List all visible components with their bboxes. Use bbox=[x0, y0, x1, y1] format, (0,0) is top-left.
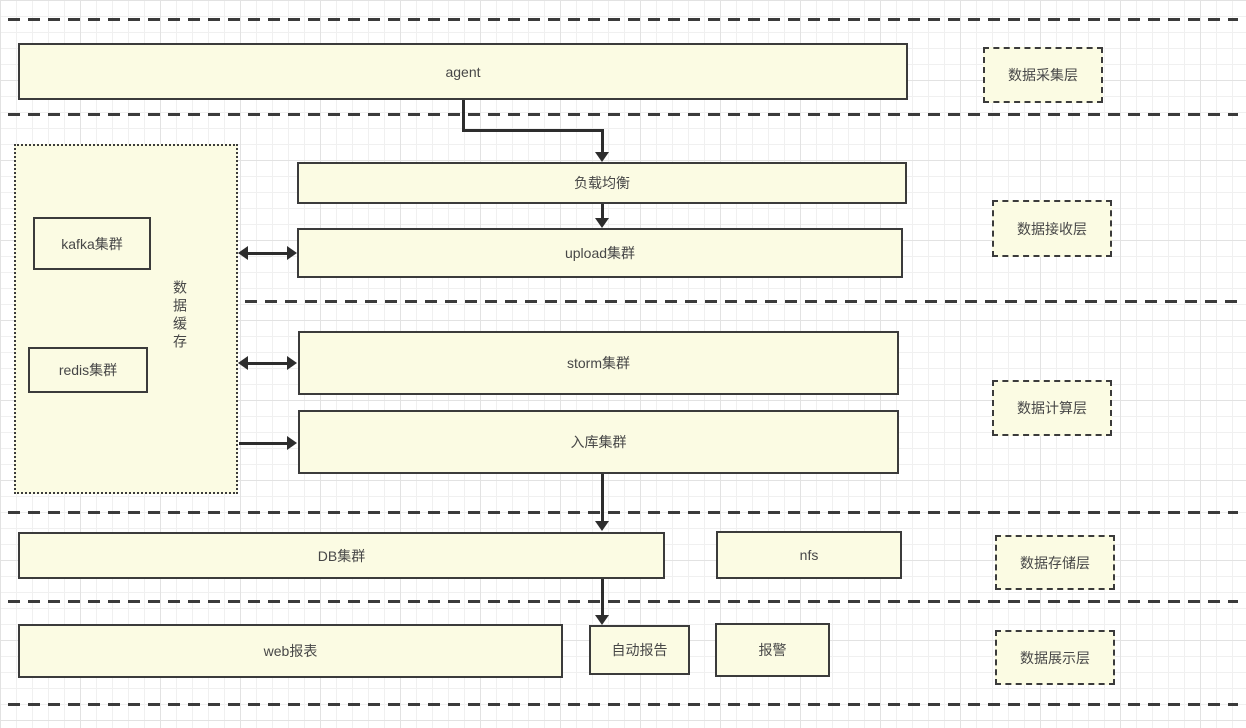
layer-label-receiving: 数据接收层 bbox=[992, 200, 1112, 257]
lane-separator-5 bbox=[8, 600, 1238, 603]
layer-label-computing: 数据计算层 bbox=[992, 380, 1112, 436]
arrowhead-left-icon bbox=[238, 356, 248, 370]
arrowhead-down-icon bbox=[595, 521, 609, 531]
node-web-report: web报表 bbox=[18, 624, 563, 678]
layer-label-collection: 数据采集层 bbox=[983, 47, 1103, 103]
layer-label-storage-text: 数据存储层 bbox=[1020, 554, 1090, 571]
node-alert: 报警 bbox=[715, 623, 830, 677]
node-kafka-cluster: kafka集群 bbox=[33, 217, 151, 270]
arrowhead-down-icon bbox=[595, 615, 609, 625]
node-agent: agent bbox=[18, 43, 908, 100]
arrow-segment bbox=[601, 129, 604, 154]
node-db-cluster: DB集群 bbox=[18, 532, 665, 579]
node-nfs: nfs bbox=[716, 531, 902, 579]
cache-group-container bbox=[14, 144, 238, 494]
layer-label-receiving-text: 数据接收层 bbox=[1017, 220, 1087, 237]
node-upload-cluster-label: upload集群 bbox=[564, 245, 636, 261]
lane-separator-1 bbox=[8, 18, 1238, 21]
arrowhead-down-icon bbox=[595, 152, 609, 162]
arrow-segment bbox=[601, 204, 604, 220]
arrow-segment bbox=[246, 362, 290, 365]
layer-label-collection-text: 数据采集层 bbox=[1008, 67, 1078, 83]
lane-separator-6 bbox=[8, 703, 1238, 706]
arrow-segment bbox=[462, 129, 604, 132]
lane-separator-2 bbox=[8, 113, 1238, 116]
node-upload-cluster: upload集群 bbox=[297, 228, 903, 278]
node-redis-cluster-label: redis集群 bbox=[58, 362, 118, 378]
layer-label-computing-text: 数据计算层 bbox=[1017, 400, 1087, 416]
node-auto-report-label: 自动报告 bbox=[611, 642, 668, 658]
layer-label-display: 数据展示层 bbox=[995, 630, 1115, 685]
node-ingest-cluster-label: 入库集群 bbox=[570, 434, 627, 450]
arrowhead-left-icon bbox=[238, 246, 248, 260]
node-load-balancer: 负载均衡 bbox=[297, 162, 907, 204]
node-db-cluster-label: DB集群 bbox=[317, 547, 366, 564]
node-ingest-cluster: 入库集群 bbox=[298, 410, 899, 474]
arrowhead-down-icon bbox=[595, 218, 609, 228]
layer-label-storage: 数据存储层 bbox=[995, 535, 1115, 590]
arrow-segment bbox=[601, 579, 604, 617]
node-kafka-cluster-label: kafka集群 bbox=[61, 235, 123, 252]
lane-separator-4 bbox=[8, 511, 1238, 514]
arrowhead-right-icon bbox=[287, 246, 297, 260]
arrow-segment bbox=[246, 252, 290, 255]
arrow-segment bbox=[462, 100, 465, 131]
arrowhead-right-icon bbox=[287, 436, 297, 450]
arrow-segment bbox=[601, 474, 604, 523]
node-redis-cluster: redis集群 bbox=[28, 347, 148, 393]
node-storm-cluster: storm集群 bbox=[298, 331, 899, 395]
node-agent-label: agent bbox=[445, 63, 481, 80]
node-nfs-label: nfs bbox=[799, 547, 819, 563]
arrowhead-right-icon bbox=[287, 356, 297, 370]
arrow-segment bbox=[239, 442, 289, 445]
node-alert-label: 报警 bbox=[758, 642, 787, 658]
node-auto-report: 自动报告 bbox=[589, 625, 690, 675]
layer-label-display-text: 数据展示层 bbox=[1020, 649, 1090, 666]
cache-group-label: 数据缓存 bbox=[172, 280, 188, 352]
node-load-balancer-label: 负载均衡 bbox=[574, 175, 630, 191]
node-web-report-label: web报表 bbox=[263, 643, 318, 659]
node-storm-cluster-label: storm集群 bbox=[567, 355, 630, 371]
lane-separator-3 bbox=[245, 300, 1238, 303]
